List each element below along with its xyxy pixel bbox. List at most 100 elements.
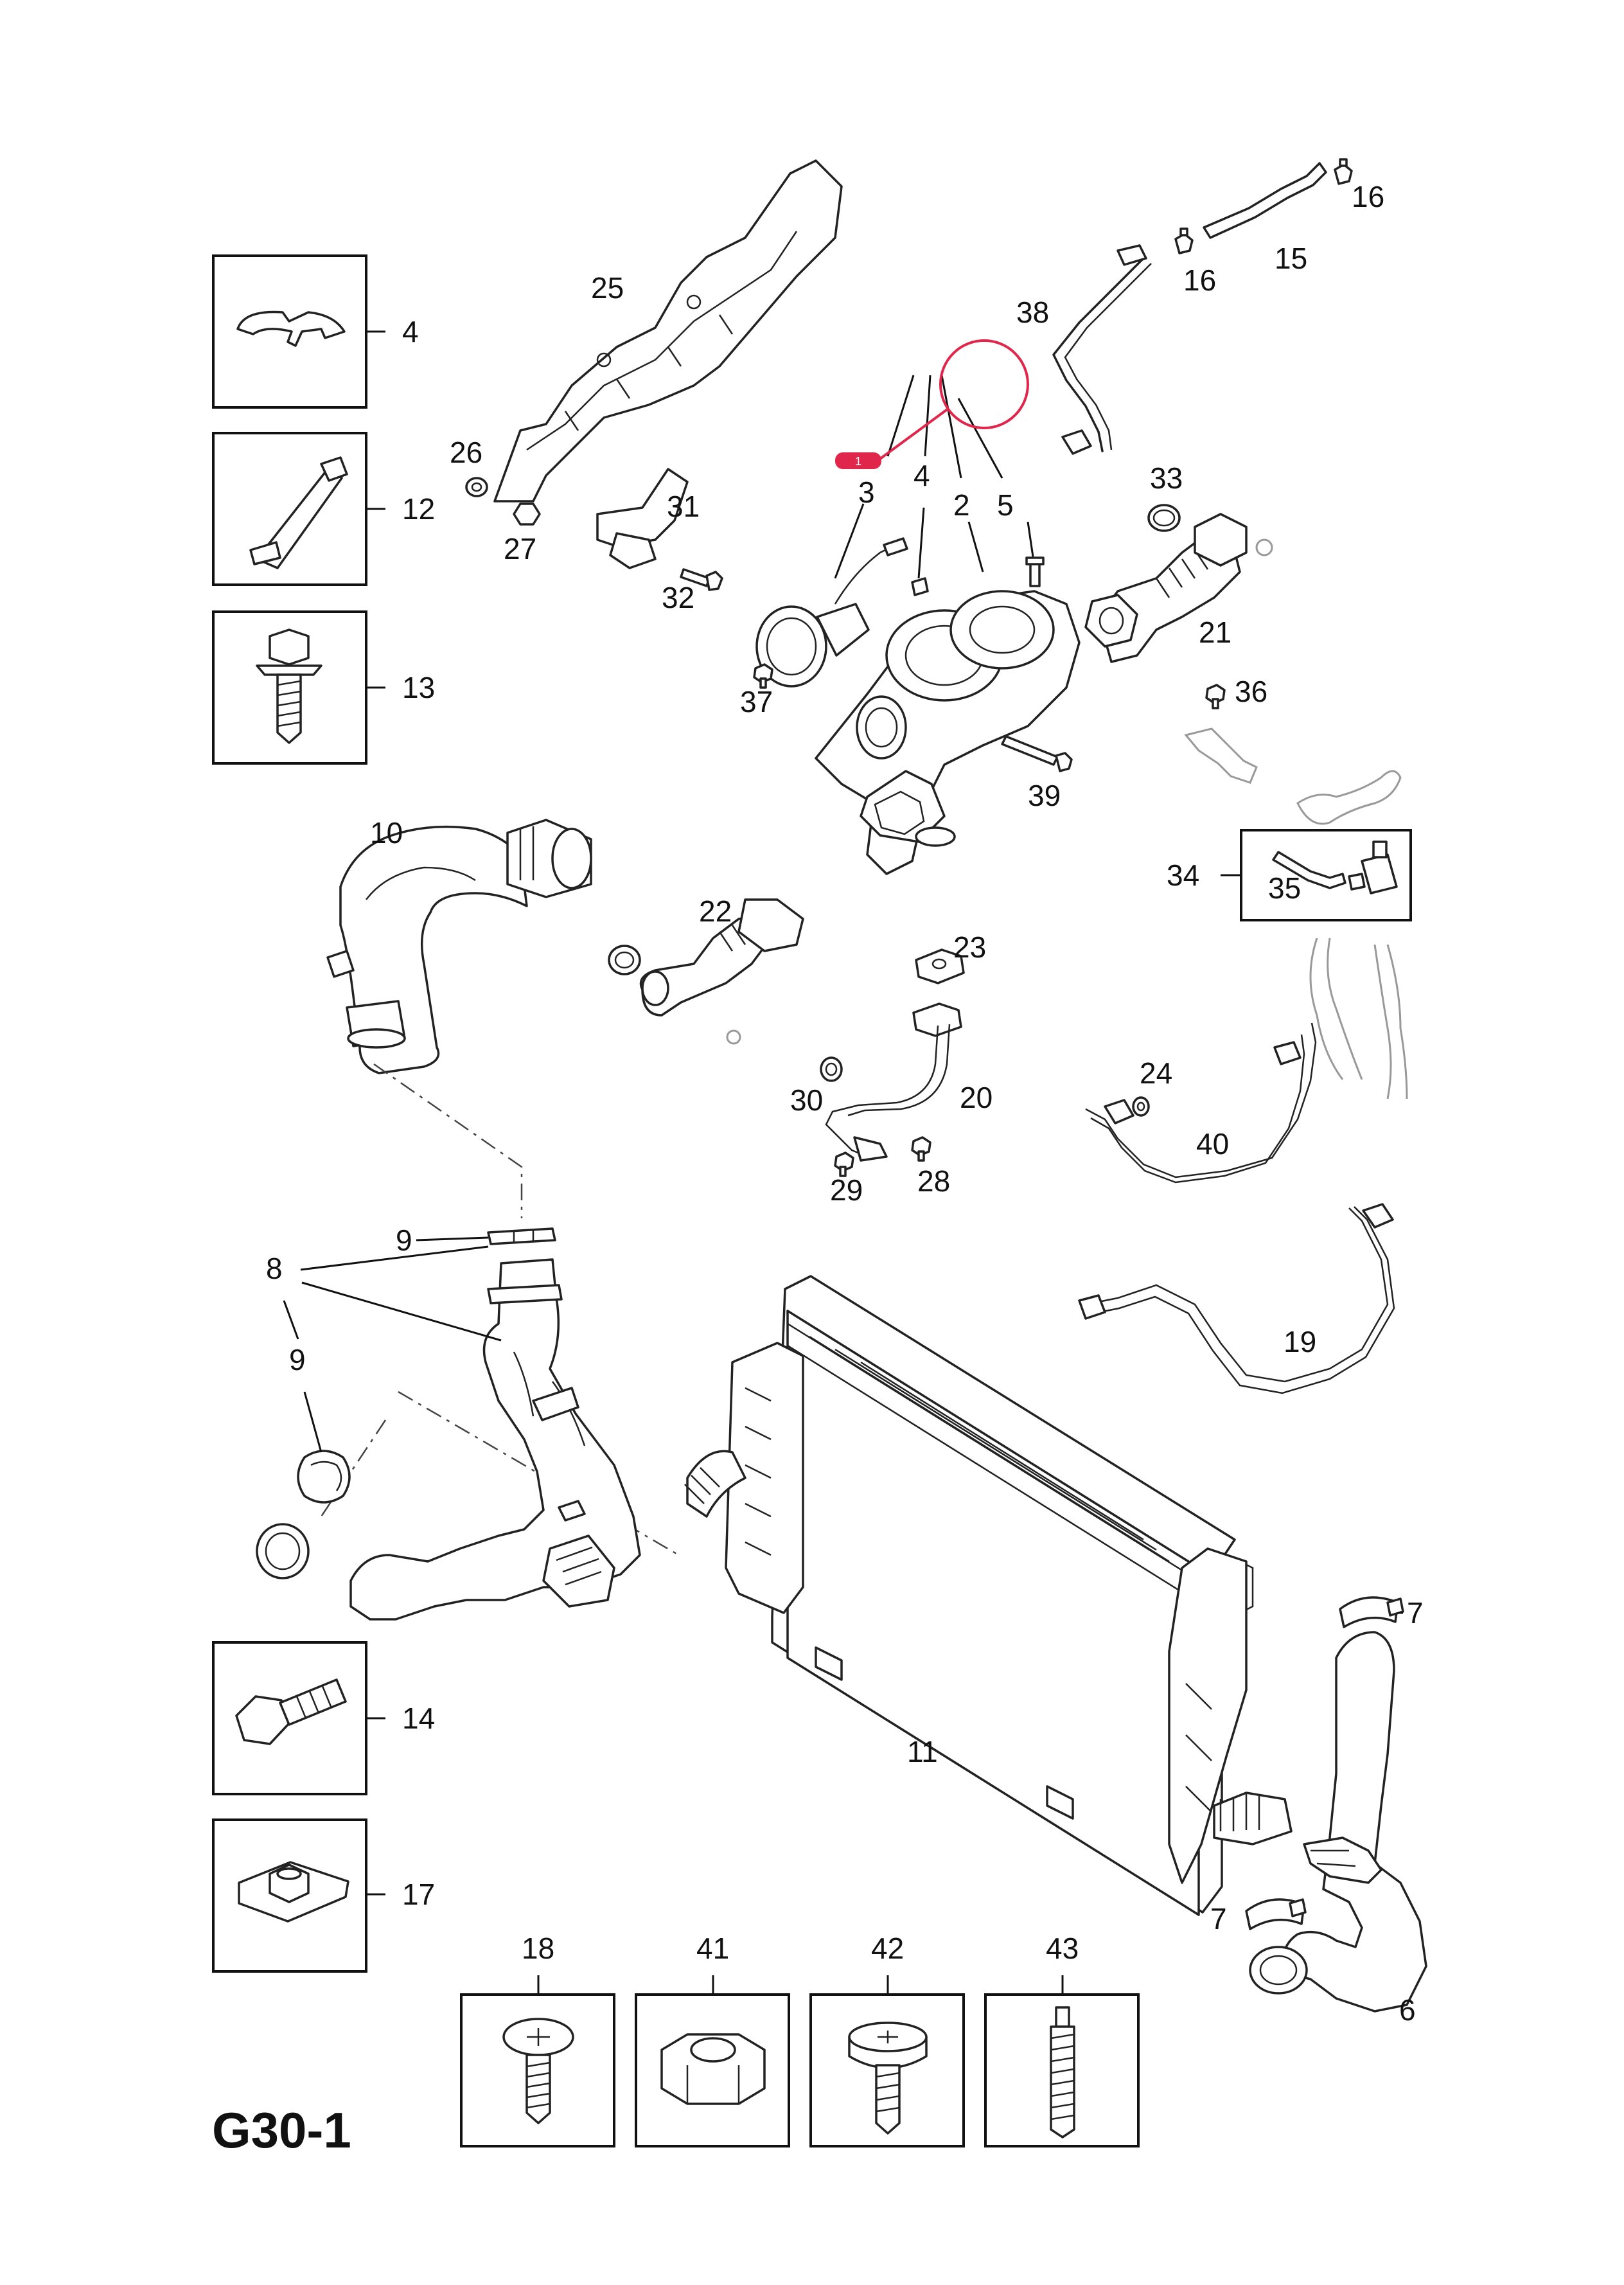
part-6-charge-pipe[interactable]: 6 [1249, 1631, 1427, 2027]
box-part-14[interactable]: 14 [212, 1641, 435, 1795]
highlight-circle [939, 339, 1029, 429]
part-9-clamp-lower[interactable]: 9 [289, 1343, 351, 1504]
ghost-parts [726, 727, 1408, 1099]
callout-31: 31 [667, 490, 700, 523]
part-40-pipe[interactable]: 40 [1085, 1022, 1317, 1184]
part-36-bolt[interactable]: 36 [1205, 675, 1267, 709]
callout-29: 29 [830, 1173, 863, 1207]
callout-34: 34 [1167, 858, 1199, 892]
callout-30: 30 [790, 1083, 823, 1117]
callout-2: 2 [953, 488, 970, 522]
part-37-bolt[interactable]: 37 [740, 663, 773, 718]
callout-37: 37 [740, 685, 773, 718]
part-5-stud[interactable] [1025, 556, 1045, 587]
callout-27: 27 [504, 532, 536, 565]
callout-6: 6 [1399, 1993, 1416, 2027]
part-24-seal[interactable]: 24 [1132, 1056, 1172, 1117]
callout-3: 3 [858, 476, 875, 509]
callout-8: 8 [266, 1252, 283, 1285]
part-16-clamp-a[interactable]: 16 [1334, 158, 1384, 213]
part-8-charge-pipe[interactable]: 8 [256, 1245, 641, 1621]
part-3-actuator[interactable] [755, 537, 908, 688]
callout-12-box: 12 [402, 492, 435, 526]
box-part-43[interactable]: 43 [984, 1932, 1140, 2147]
callout-39: 39 [1028, 779, 1061, 812]
part-32-bolt[interactable]: 32 [662, 568, 723, 614]
part-10-intake-pipe[interactable]: 10 [326, 816, 592, 1074]
callout-16-b: 16 [1183, 263, 1216, 297]
part-21-outlet-pipe[interactable]: 21 [1084, 513, 1273, 663]
callout-9-lower: 9 [289, 1343, 306, 1376]
callout-7-upper: 7 [1407, 1596, 1424, 1630]
part-33-seal[interactable]: 33 [1147, 461, 1183, 532]
callout-4: 4 [914, 459, 930, 492]
box-part-18[interactable]: 18 [460, 1932, 615, 2147]
box-part-42[interactable]: 42 [809, 1932, 965, 2147]
part-15-hose[interactable]: 15 [1203, 162, 1327, 275]
part-2-turbocharger[interactable] [815, 590, 1081, 875]
part-39-bolt[interactable]: 39 [1001, 735, 1073, 812]
callout-17-box: 17 [402, 1878, 435, 1911]
part-20-pipe[interactable]: 20 [825, 1002, 993, 1162]
part-27-nut[interactable]: 27 [504, 502, 541, 565]
callout-40: 40 [1196, 1127, 1229, 1160]
callout-11: 11 [907, 1735, 938, 1768]
part-25-heat-shield[interactable]: 25 [493, 159, 843, 502]
part-11-intercooler[interactable]: 11 [684, 1275, 1293, 1916]
callout-16-a: 16 [1352, 180, 1384, 213]
highlight-badge-text: 1 [855, 455, 861, 468]
callout-26: 26 [450, 436, 482, 469]
box-part-34[interactable]: 34 35 [1167, 829, 1412, 921]
callout-42-box: 42 [871, 1932, 904, 1965]
part-22-outlet[interactable]: 22 [608, 894, 804, 1017]
part-26-washer[interactable]: 26 [450, 436, 488, 497]
callout-20: 20 [960, 1081, 993, 1114]
callout-23: 23 [953, 930, 986, 964]
box-part-12[interactable]: 12 [212, 432, 435, 586]
callout-5: 5 [997, 488, 1014, 522]
part-30-seal[interactable]: 30 [790, 1056, 843, 1117]
part-4-clip[interactable] [911, 577, 929, 596]
retaining-clip-shape [236, 310, 346, 347]
callout-9-top: 9 [396, 1223, 412, 1257]
diagram-code: G30-1 [212, 2102, 351, 2158]
callout-4-box: 4 [402, 315, 419, 348]
callout-15: 15 [1275, 242, 1307, 275]
part-7-clamp-lower[interactable]: 7 [1210, 1898, 1307, 1935]
callout-33: 33 [1150, 461, 1183, 495]
box-part-41[interactable]: 41 [635, 1932, 790, 2147]
callout-13-box: 13 [402, 671, 435, 704]
callout-7-lower: 7 [1210, 1902, 1227, 1935]
part-16-clamp-b[interactable]: 16 [1174, 227, 1216, 297]
callout-28: 28 [917, 1164, 950, 1198]
callout-43-box: 43 [1046, 1932, 1079, 1965]
box-part-17[interactable]: 17 [212, 1818, 435, 1973]
part-31-bracket[interactable]: 31 [596, 468, 700, 569]
highlight-badge [835, 452, 881, 469]
part-38-pipe[interactable]: 38 [1016, 244, 1152, 455]
part-19-pipe[interactable]: 19 [1078, 1203, 1395, 1394]
part-28-bolt[interactable]: 28 [911, 1136, 950, 1198]
box-part-13[interactable]: 13 [212, 610, 435, 765]
highlight-marker[interactable]: 1 [835, 339, 1029, 469]
dash-leader-10-to-9 [373, 1063, 523, 1218]
callout-22: 22 [699, 894, 732, 928]
callout-41-box: 41 [696, 1932, 729, 1965]
part-9-clamp-top[interactable]: 9 [396, 1223, 556, 1257]
callout-21: 21 [1199, 616, 1231, 649]
turbo-callouts: 3 4 2 5 [834, 375, 1036, 579]
part-29-bolt[interactable]: 29 [830, 1151, 863, 1207]
box-part-4[interactable]: 4 [212, 254, 419, 409]
callout-25: 25 [591, 271, 624, 305]
part-23-gasket[interactable]: 23 [915, 930, 986, 984]
callout-35: 35 [1268, 871, 1301, 905]
callout-32: 32 [662, 581, 694, 614]
callout-10: 10 [370, 816, 403, 849]
part-7-clamp-upper[interactable]: 7 [1339, 1596, 1424, 1630]
callout-36: 36 [1235, 675, 1267, 708]
callout-38: 38 [1016, 296, 1049, 329]
callout-14-box: 14 [402, 1702, 435, 1735]
callout-19: 19 [1284, 1325, 1316, 1358]
callout-18-box: 18 [522, 1932, 554, 1965]
